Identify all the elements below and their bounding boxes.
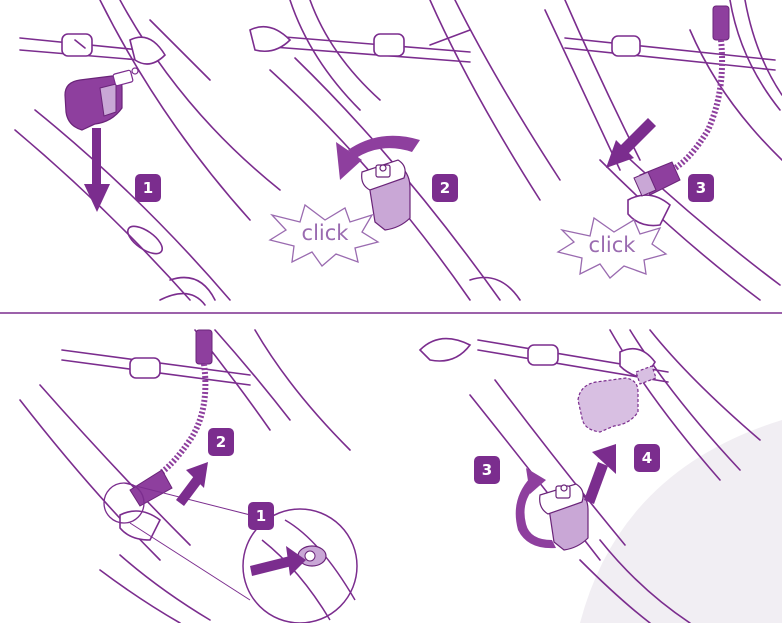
svg-text:2: 2 (440, 179, 450, 197)
click-burst: click (270, 205, 378, 266)
svg-text:3: 3 (482, 461, 492, 479)
click-burst: click (558, 218, 666, 278)
removed-part-ghost (578, 366, 656, 432)
step-badge-3: 3 (474, 456, 500, 484)
step-badge-4: 4 (634, 444, 660, 472)
click-label: click (302, 221, 350, 245)
arrow-up-icon (176, 462, 208, 506)
click-label: click (589, 233, 637, 257)
svg-text:4: 4 (642, 449, 652, 467)
cable-assembly (634, 6, 729, 196)
arrow-up-icon (584, 444, 616, 504)
step-badge-3: 3 (688, 174, 714, 202)
step-badge-2: 2 (208, 428, 234, 456)
svg-text:2: 2 (216, 433, 226, 451)
step-badge-1: 1 (135, 174, 161, 202)
svg-text:3: 3 (696, 179, 706, 197)
panel-1 (15, 0, 280, 305)
arrow-down-icon (84, 128, 110, 212)
svg-text:1: 1 (256, 507, 266, 525)
svg-text:1: 1 (143, 179, 153, 197)
connector-piece (65, 68, 138, 130)
step-badge-2: 2 (432, 174, 458, 202)
step-badge-1: 1 (248, 502, 274, 530)
